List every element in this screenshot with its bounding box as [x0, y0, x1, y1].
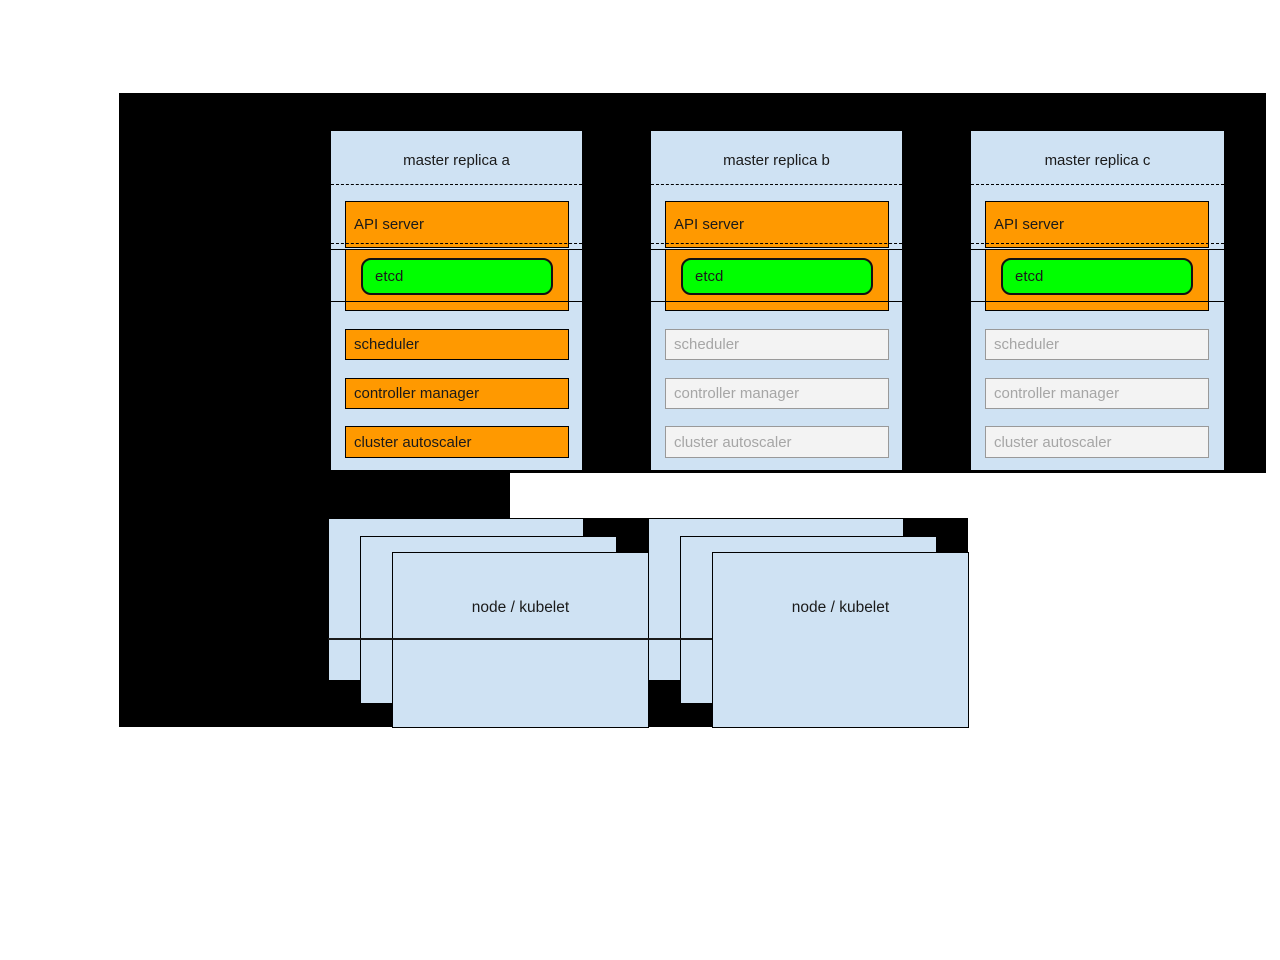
- etcd-box: etcd: [681, 258, 873, 295]
- component-controller-manager-inactive: controller manager: [665, 378, 889, 409]
- master-replica-a-title: master replica a: [403, 152, 510, 169]
- component-controller-manager-inactive: controller manager: [985, 378, 1209, 409]
- separator-solid: [971, 301, 1224, 302]
- etcd-container-box: etcd: [345, 249, 569, 311]
- node-title-divider-line: [328, 638, 712, 640]
- api-server-box: API server: [665, 201, 889, 248]
- cluster-autoscaler-label: cluster autoscaler: [994, 433, 1112, 451]
- node-box-front: node / kubelet: [392, 552, 649, 728]
- etcd-label: etcd: [375, 268, 404, 285]
- component-cluster-autoscaler: cluster autoscaler: [345, 426, 569, 458]
- component-controller-manager: controller manager: [345, 378, 569, 409]
- separator-dashed: [651, 184, 902, 185]
- master-replica-b-title: master replica b: [723, 152, 830, 169]
- api-server-label: API server: [674, 216, 745, 233]
- component-scheduler-inactive: scheduler: [665, 329, 889, 360]
- controller-manager-label: controller manager: [994, 385, 1120, 402]
- scheduler-label: scheduler: [674, 336, 740, 353]
- node-box-front: node / kubelet: [712, 552, 969, 728]
- cluster-autoscaler-label: cluster autoscaler: [674, 433, 792, 451]
- etcd-label: etcd: [695, 268, 724, 285]
- api-server-label: API server: [994, 216, 1065, 233]
- component-cluster-autoscaler-inactive: cluster autoscaler: [665, 426, 889, 458]
- node-kubelet-label: node / kubelet: [791, 599, 890, 616]
- component-cluster-autoscaler-inactive: cluster autoscaler: [985, 426, 1209, 458]
- master-replica-c-box: master replica c API server etcd schedul…: [970, 130, 1225, 471]
- component-scheduler-inactive: scheduler: [985, 329, 1209, 360]
- etcd-box: etcd: [361, 258, 553, 295]
- scheduler-label: scheduler: [354, 336, 420, 353]
- separator-dashed: [971, 184, 1224, 185]
- separator-solid: [331, 301, 582, 302]
- master-replica-a-box: master replica a API server etcd schedul…: [330, 130, 583, 471]
- separator-dashed: [331, 184, 582, 185]
- controller-manager-label: controller manager: [354, 385, 480, 402]
- api-server-box: API server: [985, 201, 1209, 248]
- scheduler-label: scheduler: [994, 336, 1060, 353]
- etcd-container-box: etcd: [665, 249, 889, 311]
- api-server-box: API server: [345, 201, 569, 248]
- cluster-autoscaler-label: cluster autoscaler: [354, 433, 472, 451]
- separator-dashed: [971, 243, 1224, 244]
- api-server-label: API server: [354, 216, 425, 233]
- component-scheduler: scheduler: [345, 329, 569, 360]
- separator-dashed: [651, 243, 902, 244]
- separator-solid: [651, 301, 902, 302]
- node-kubelet-label: node / kubelet: [471, 599, 570, 616]
- master-replica-c-title: master replica c: [1044, 152, 1151, 169]
- etcd-box: etcd: [1001, 258, 1193, 295]
- separator-dashed: [331, 243, 582, 244]
- master-replica-b-box: master replica b API server etcd schedul…: [650, 130, 903, 471]
- controller-manager-label: controller manager: [674, 385, 800, 402]
- etcd-label: etcd: [1015, 268, 1044, 285]
- etcd-container-box: etcd: [985, 249, 1209, 311]
